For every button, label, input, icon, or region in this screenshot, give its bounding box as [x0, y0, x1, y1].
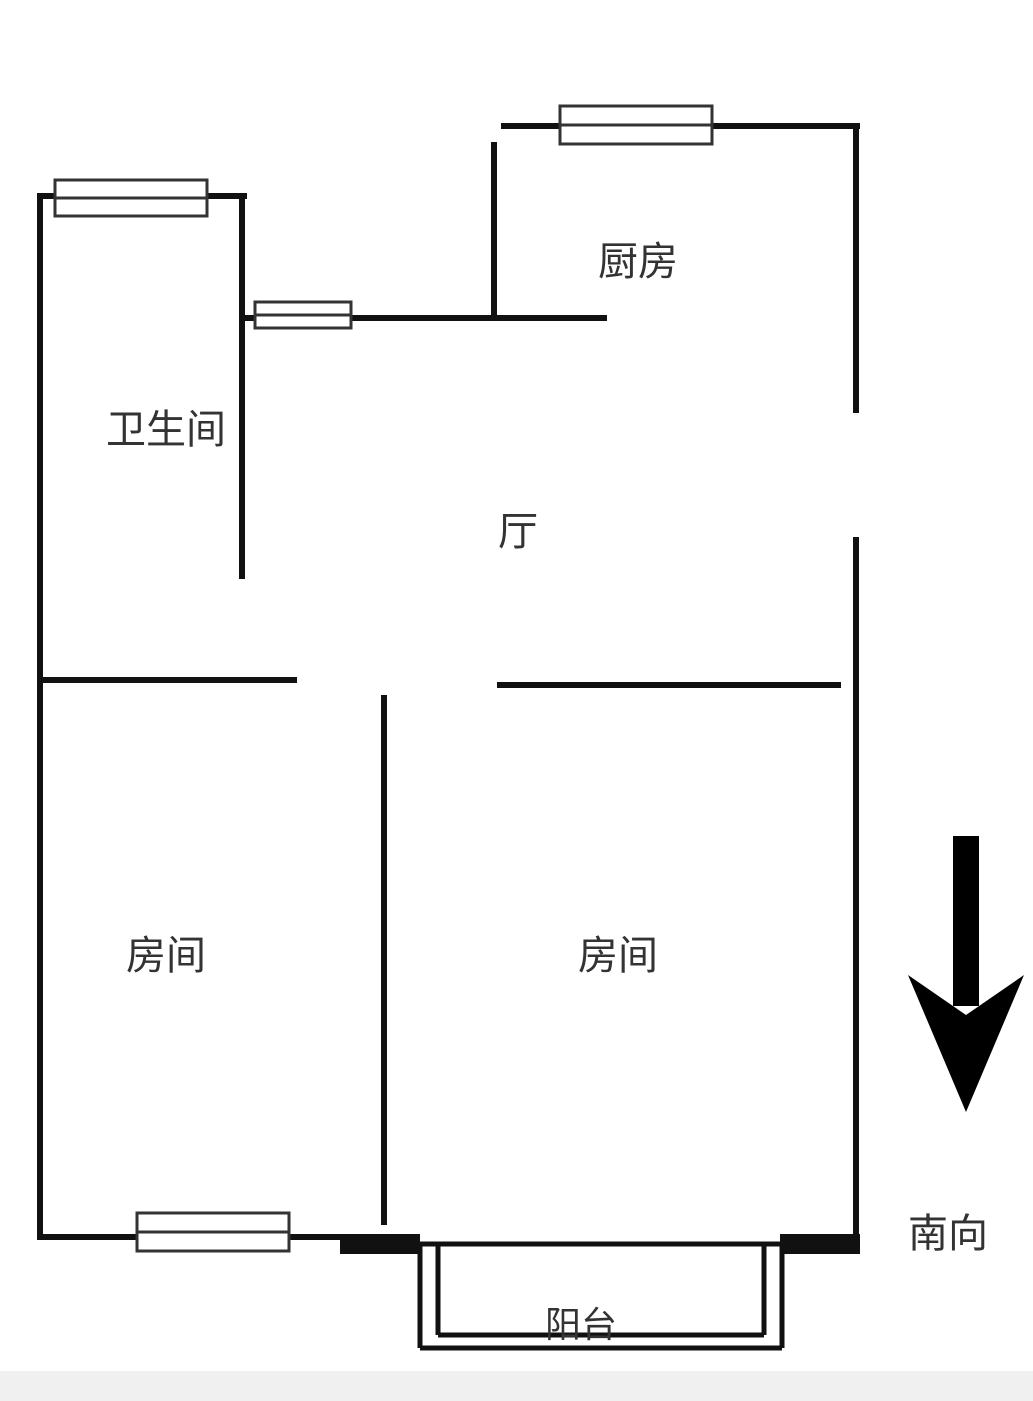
window-bedroom-left: [137, 1213, 289, 1251]
arrow-down-icon: [908, 836, 1024, 1112]
orientation-label: 南向: [908, 1214, 988, 1254]
window-kitchen: [560, 106, 712, 144]
window-hall: [255, 302, 351, 328]
walls: [40, 126, 857, 1237]
wall-bottom-thick-left: [340, 1234, 420, 1254]
wall-bottom-thick-right: [780, 1234, 860, 1254]
living-room-label: 厅: [498, 512, 538, 552]
bedroom-left-label: 房间: [126, 936, 206, 976]
balcony-label: 阳台: [545, 1308, 617, 1344]
bottom-strip: [0, 1371, 1033, 1401]
bedroom-right-label: 房间: [578, 936, 658, 976]
window-bathroom: [55, 180, 207, 216]
bathroom-label: 卫生间: [106, 410, 226, 450]
kitchen-label: 厨房: [598, 242, 678, 282]
